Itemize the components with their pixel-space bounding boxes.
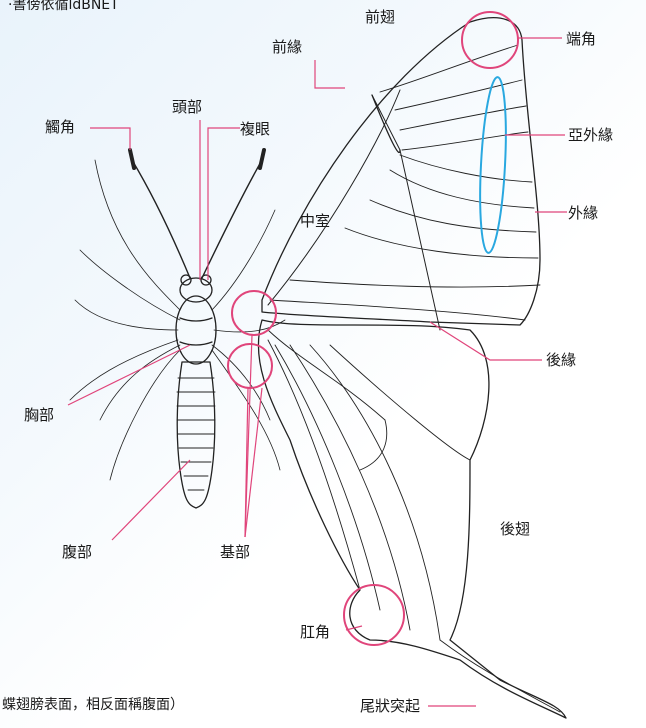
label-forewing: 前翅 [365, 8, 396, 26]
leader-inner-margin [429, 321, 542, 361]
leader-thorax [67, 344, 191, 406]
header-fragment: ·書傍依循ldBNET [8, 0, 119, 13]
label-thorax: 胸部 [24, 406, 55, 424]
leader-antenna [90, 127, 131, 150]
label-hindwing: 後翅 [500, 520, 531, 538]
label-costa: 前緣 [272, 38, 303, 56]
leader-base-2 [244, 387, 249, 538]
label-base: 基部 [220, 543, 251, 561]
leader-costa [314, 60, 345, 89]
base-circle-upper [231, 290, 277, 336]
apex-circle [461, 11, 519, 69]
label-antenna: 觸角 [45, 118, 76, 136]
label-discal-cell: 中室 [300, 212, 331, 230]
label-apex: 端角 [566, 30, 597, 48]
abdomen-shape [176, 361, 216, 509]
leader-base-3 [244, 387, 263, 538]
label-inner-margin: 後緣 [546, 351, 577, 369]
label-head: 頭部 [172, 98, 203, 116]
label-submarginal: 亞外緣 [568, 126, 614, 144]
leader-eye [207, 127, 240, 280]
label-tornus: 肛角 [300, 623, 331, 641]
leader-abdomen [111, 459, 191, 541]
head-shape [179, 277, 213, 303]
thorax-shape [175, 295, 217, 365]
leader-tornus [345, 625, 363, 631]
footer-fragment: 蝶翅膀表面，相反面稱腹面） [2, 697, 184, 713]
label-outer-margin: 外緣 [568, 204, 599, 222]
label-compound-eye: 複眼 [240, 120, 271, 138]
tornus-circle [343, 584, 405, 646]
submarginal-oval [479, 76, 507, 254]
hindwing-outline [257, 319, 567, 719]
label-abdomen: 腹部 [62, 543, 93, 561]
antenna-left [131, 159, 191, 279]
label-tail: 尾狀突起 [360, 697, 421, 715]
forewing-outline [261, 17, 541, 326]
antenna-right [201, 159, 263, 279]
